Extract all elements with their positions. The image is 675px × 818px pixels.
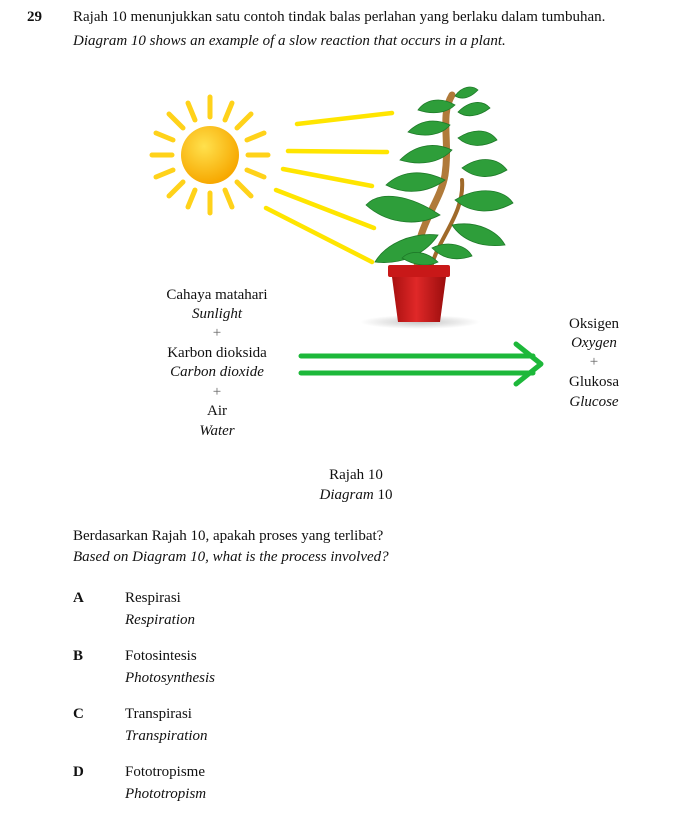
option-c[interactable]: C Transpirasi Transpiration [73,706,373,748]
co2-label-en: Carbon dioxide [170,364,264,380]
plus-sign: + [212,325,222,341]
option-label-ms: Transpirasi [125,706,192,722]
question-text-ms: Rajah 10 menunjukkan satu contoh tindak … [73,9,606,25]
option-label-en: Photosynthesis [125,670,215,686]
option-d[interactable]: D Fototropisme Phototropism [73,764,373,806]
reaction-arrow [298,341,544,387]
oxygen-label-ms: Oksigen [569,316,619,332]
option-label-ms: Fotosintesis [125,648,197,664]
option-letter: D [73,764,84,780]
option-label-en: Respiration [125,612,195,628]
light-rays [263,110,395,265]
prompt-en: Based on Diagram 10, what is the process… [73,549,389,565]
caption-number: 10 [373,487,393,503]
sun-icon [149,94,271,216]
option-label-en: Transpiration [125,728,208,744]
potted-plant-icon [360,86,514,329]
glucose-label-ms: Glukosa [569,374,619,390]
option-letter: B [73,648,84,664]
water-label-en: Water [199,423,235,439]
prompt-ms: Berdasarkan Rajah 10, apakah proses yang… [73,528,384,544]
caption-word: Diagram [319,487,374,503]
diagram-caption-en: Diagram 10 [256,487,456,504]
plus-sign: + [212,384,222,400]
option-b[interactable]: B Fotosintesis Photosynthesis [73,648,373,690]
water-label-ms: Air [207,403,227,419]
glucose-label-en: Glucose [569,394,619,410]
option-label-ms: Fototropisme [125,764,206,780]
diagram-caption-ms: Rajah 10 [329,467,383,483]
option-label-ms: Respirasi [125,590,181,606]
option-a[interactable]: A Respirasi Respiration [73,590,373,632]
co2-label-ms: Karbon dioksida [167,345,267,361]
sunlight-label-ms: Cahaya matahari [166,287,268,303]
sunlight-label-en: Sunlight [191,306,242,322]
question-number: 29 [27,9,42,25]
oxygen-label-en: Oxygen [571,335,617,351]
option-letter: A [73,590,84,606]
photosynthesis-diagram [149,86,544,387]
option-letter: C [73,706,84,722]
plus-sign: + [589,354,599,370]
question-text-en: Diagram 10 shows an example of a slow re… [73,33,506,49]
option-label-en: Phototropism [125,786,207,802]
